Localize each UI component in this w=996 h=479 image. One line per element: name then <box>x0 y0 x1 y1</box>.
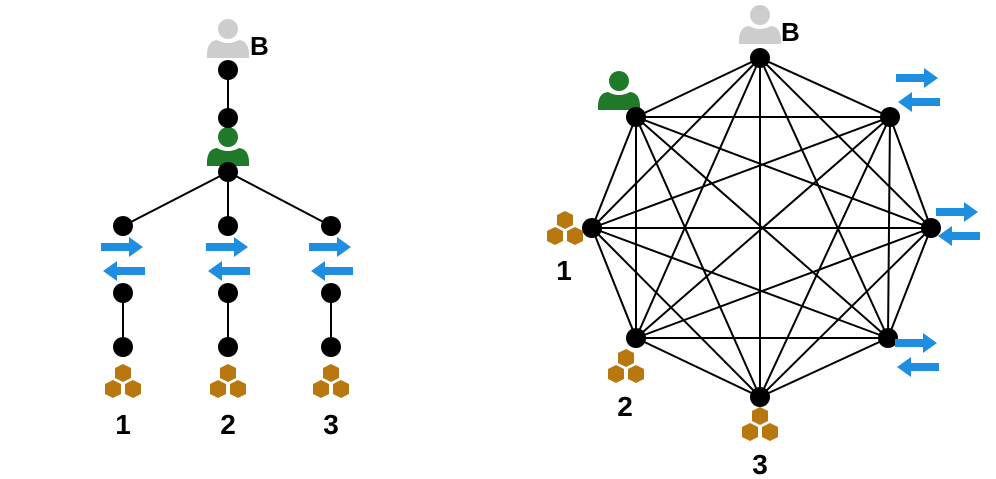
package-label-1: 1 <box>556 255 572 286</box>
node <box>113 216 133 236</box>
package-label-2: 2 <box>220 409 236 440</box>
bystander-person-icon <box>738 5 782 44</box>
node <box>218 337 238 357</box>
mesh-edge <box>591 227 637 339</box>
mesh-edge <box>759 227 932 398</box>
person-label-b: B <box>250 31 269 61</box>
edge <box>227 171 332 227</box>
node <box>113 283 133 303</box>
node <box>218 60 238 80</box>
mesh-edge <box>591 116 891 229</box>
mesh-node-person-B <box>750 48 770 68</box>
mesh-edge <box>887 227 932 339</box>
package-icon <box>210 364 246 398</box>
mesh-edge <box>759 57 891 118</box>
package-label-1: 1 <box>115 409 131 440</box>
mesh-node-transfer <box>921 218 941 238</box>
transfer-arrows-icon <box>309 237 353 281</box>
mesh-edge <box>759 116 891 398</box>
edge <box>122 171 229 227</box>
mesh-edge <box>759 57 889 339</box>
mesh-node-transfer <box>878 328 898 348</box>
mesh-nodes <box>582 48 941 407</box>
node <box>218 108 238 128</box>
mesh-edge <box>635 116 889 339</box>
right-diagram: B 1 2 3 <box>547 5 980 479</box>
transfer-arrows-icon <box>101 237 145 281</box>
transfer-arrows-icon <box>936 202 980 246</box>
mesh-edge <box>635 337 761 398</box>
mesh-edge <box>635 57 761 118</box>
package-icon <box>547 211 583 245</box>
mesh-node-person-active <box>626 107 646 127</box>
package-icon <box>313 364 349 398</box>
mesh-edge <box>759 57 932 229</box>
node <box>218 216 238 236</box>
mesh-node-package-1 <box>582 218 602 238</box>
mesh-edge <box>591 116 637 229</box>
transfer-arrows-icon <box>896 68 940 112</box>
mesh-node-transfer <box>880 107 900 127</box>
mesh-edge <box>759 337 889 398</box>
mesh-edge <box>889 116 932 229</box>
mesh-edge <box>635 227 932 339</box>
mesh-edge <box>635 116 761 398</box>
person-label-b: B <box>781 17 800 47</box>
package-icon <box>105 364 141 398</box>
mesh-edge <box>591 227 761 398</box>
node <box>218 283 238 303</box>
transfer-arrows-icon <box>895 333 939 377</box>
package-icon <box>742 407 778 441</box>
package-icon <box>608 349 644 383</box>
package-label-3: 3 <box>323 409 339 440</box>
mesh-node-package-2 <box>626 328 646 348</box>
node <box>113 337 133 357</box>
left-nodes <box>113 60 341 357</box>
mesh-edge <box>591 227 889 339</box>
node <box>321 283 341 303</box>
mesh-node-package-3 <box>750 387 770 407</box>
mesh-edges <box>591 57 932 398</box>
bystander-person-icon <box>206 19 250 58</box>
active-person-icon <box>597 71 641 110</box>
mesh-edge <box>635 116 932 229</box>
active-person-icon <box>206 127 250 166</box>
mesh-edge <box>591 57 761 229</box>
package-label-2: 2 <box>617 391 633 422</box>
mesh-edge <box>635 57 761 339</box>
node <box>321 337 341 357</box>
left-diagram: B 1 2 3 <box>101 19 353 440</box>
package-label-3: 3 <box>752 449 768 479</box>
hub-node <box>218 162 238 182</box>
transfer-arrows-icon <box>206 237 250 281</box>
node <box>321 216 341 236</box>
